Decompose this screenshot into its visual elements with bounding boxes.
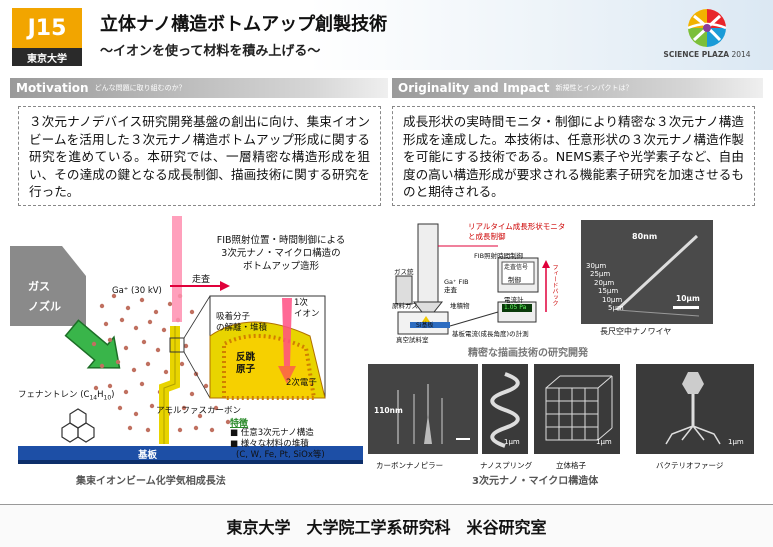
nanowire-caption: 長尺空中ナノワイヤ (600, 327, 672, 336)
substrate-shape (18, 446, 363, 460)
deposit-label: 堆積物 (450, 302, 470, 310)
originality-text: 成長形状の実時間モニタ・制御により精密な３次元ナノ構造形成を達成した。本技術は、… (392, 106, 755, 206)
features-heading: 特徴 (230, 419, 249, 429)
carbon-nanopillar-image (368, 364, 478, 454)
originality-subtitle: 新規性とインパクトは？ (555, 84, 633, 92)
fib-time-label: FIB照射時間制御 (474, 252, 524, 260)
gas-nozzle-label-2: ノズル (28, 300, 61, 313)
control-label: 制御 (508, 276, 521, 284)
source-gas-label: 原料ガス (392, 302, 418, 310)
lattice-caption: 立体格子 (556, 461, 586, 470)
fib-cvd-diagram (10, 216, 363, 464)
motivation-subtitle: どんな問題に取り組むのか？ (94, 84, 186, 92)
substrate-current-label: 基板電流(成長角度)の計測 (452, 330, 529, 338)
nanopillar-110nm-label: 110nm (374, 406, 403, 415)
structures-caption: 3次元ナノ・マイクロ構造体 (472, 476, 599, 487)
nanopillar-sem-illustration (368, 364, 478, 454)
university-label: 東京大学 (12, 48, 82, 66)
si-substrate-label: Si基板 (416, 322, 434, 329)
ga-fib-label: Ga⁺ FIB 走査 (444, 278, 469, 294)
structures-figure: リアルタイム成長形状モニタ と成長制御 ガス銃 FIB照射時間制御 Ga⁺ FI… (368, 216, 763, 487)
nanowire-image (581, 220, 713, 324)
booth-badge: J15 東京大学 (12, 8, 82, 66)
lattice-scale-label: 1μm (596, 438, 612, 446)
gas-molecules (91, 293, 231, 433)
gas-nozzle-shape (10, 246, 86, 326)
lattice-sem-illustration (534, 364, 620, 454)
scan-signal-label: 走査信号 (504, 264, 529, 271)
phenanthrene-label: フェナントレン (C14H10) (18, 390, 115, 402)
ion-beam-shape (172, 216, 182, 322)
amorphous-carbon-label: アモルファスカーボン (156, 406, 242, 416)
page-subtitle: ～イオンを使って材料を積み上げる～ (100, 44, 321, 59)
precise-drawing-caption: 精密な描画技術の研究開発 (468, 348, 588, 359)
bacteriophage-image (636, 364, 754, 454)
fib-cvd-caption: 集束イオンビーム化学気相成長法 (76, 476, 226, 487)
secondary-electron-label: 2次電子 (286, 378, 317, 388)
recoil-atom-label: 反跳 原子 (236, 352, 256, 375)
globe-logo-icon (687, 9, 727, 47)
motivation-bar: Motivation どんな問題に取り組むのか？ (10, 78, 388, 98)
phage-scale-label: 1μm (728, 438, 744, 446)
bacteriophage-sem-illustration (636, 364, 754, 454)
3d-lattice-image (534, 364, 620, 454)
nanopillar-caption: カーボンナノピラー (376, 461, 444, 470)
vacuum-chamber-label: 真空試料室 (396, 336, 429, 344)
features-list: ■ 任意3次元ナノ構造 ■ 様々な材料の堆積 (C, W, Fe, Pt, Si… (230, 428, 325, 460)
phage-caption: バクテリオファージ (656, 461, 724, 470)
primary-ion-label: 1次 イオン (294, 298, 320, 319)
feedback-label: フィードバック (551, 264, 558, 306)
fib-title: FIB照射位置・時間制御による 3次元ナノ・マイクロ構造の ボトムアップ造形 (216, 235, 346, 272)
nanowire-80nm-label: 80nm (632, 232, 658, 241)
originality-bar: Originality and Impact 新規性とインパクトは？ (392, 78, 763, 98)
gas-cylinder-icon (395, 275, 413, 305)
scan-label: 走査 (192, 275, 211, 285)
phenanthrene-molecule-icon (61, 408, 95, 443)
header: J15 東京大学 立体ナノ構造ボトムアップ創製技術 ～イオンを使って材料を積み上… (0, 0, 773, 70)
motivation-text: ３次元ナノデバイス研究開発基盤の創出に向け、集束イオンビームを活用した３次元ナノ… (18, 106, 381, 206)
originality-title: Originality and Impact (398, 81, 550, 95)
adsorb-label: 吸着分子 の解離・堆積 (216, 312, 268, 333)
nanospring-sem-illustration (482, 364, 528, 454)
ga-beam-label: Ga⁺ (30 kV) (112, 286, 162, 296)
nanospring-scale-label: 1μm (504, 438, 520, 446)
nanowire-length-labels: 30μm 25μm 20μm 15μm 10μm 5μm (586, 262, 624, 313)
gas-gun-label: ガス銃 (394, 268, 414, 276)
nanospring-caption: ナノスプリング (480, 461, 533, 470)
ammeter-label: 電流計 (504, 296, 524, 304)
monitor-label: リアルタイム成長形状モニタ と成長制御 (468, 222, 566, 241)
gas-nozzle-label-1: ガス (28, 280, 50, 293)
nanospring-image (482, 364, 528, 454)
fib-cvd-figure: ガス ノズル Ga⁺ (30 kV) FIB照射位置・時間制御による 3次元ナノ… (10, 216, 380, 487)
booth-id: J15 (12, 8, 82, 48)
page-title: 立体ナノ構造ボトムアップ創製技術 (100, 14, 388, 35)
science-plaza-logo: SCIENCE PLAZA 2014 (652, 6, 762, 66)
fib-system-diagram (395, 223, 550, 335)
motivation-title: Motivation (16, 81, 89, 95)
footer-lab-name: 東京大学 大学院工学系研究科 米谷研究室 (0, 504, 773, 547)
nanowire-sem-illustration (581, 220, 713, 324)
substrate-label: 基板 (138, 450, 158, 461)
nanowire-scale-label: 10μm (676, 294, 700, 303)
ammeter-value: 1.05 Pa (504, 304, 527, 311)
logo-text: SCIENCE PLAZA 2014 (663, 50, 751, 59)
